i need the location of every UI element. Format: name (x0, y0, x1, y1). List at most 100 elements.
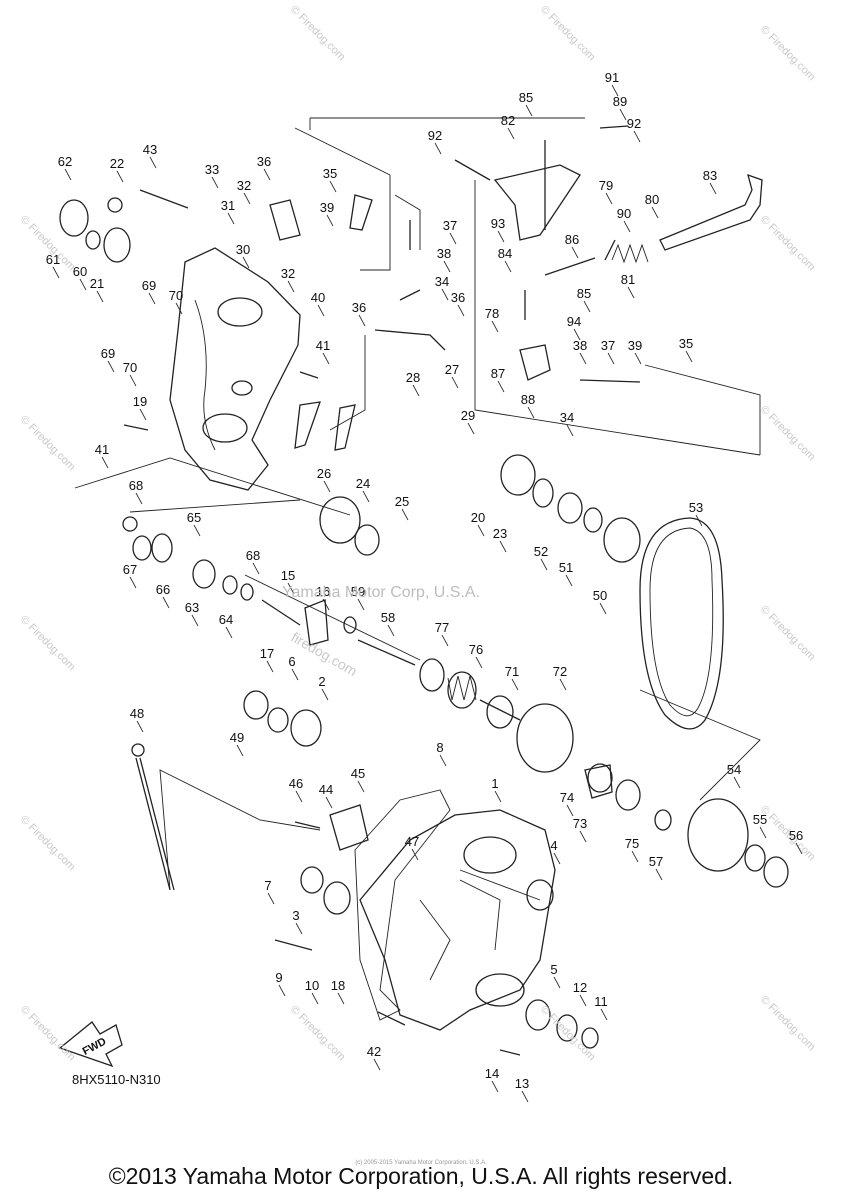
callout-91: 91 (605, 70, 619, 85)
callout-30: 30 (236, 242, 250, 257)
watermark-4: © Firedog.com (18, 814, 78, 874)
callout-68: 68 (129, 478, 143, 493)
callout-leader (566, 804, 574, 817)
watermark-9: © Firedog.com (758, 604, 818, 664)
callout-leader (504, 260, 512, 273)
springs (447, 243, 649, 701)
callout-leader (579, 994, 587, 1007)
callout-leader (291, 668, 299, 681)
callout-leader (491, 1080, 499, 1093)
callout-36: 36 (352, 300, 366, 315)
callout-38: 38 (573, 338, 587, 353)
callout-leader (525, 104, 533, 117)
callout-70: 70 (169, 288, 183, 303)
callout-leader (449, 232, 457, 245)
callout-leader (573, 328, 581, 341)
callout-leader (135, 492, 143, 505)
callout-25: 25 (395, 494, 409, 509)
callout-leader (236, 744, 244, 757)
callout-68: 68 (246, 548, 260, 563)
callout-85: 85 (577, 286, 591, 301)
callout-1: 1 (491, 776, 498, 791)
group-outlines (74, 117, 761, 901)
callout-85: 85 (519, 90, 533, 105)
callout-84: 84 (498, 246, 512, 261)
callout-leader (457, 304, 465, 317)
callout-3: 3 (292, 908, 299, 923)
callout-leader (373, 1058, 381, 1071)
callout-38: 38 (437, 246, 451, 261)
callout-leader (651, 206, 659, 219)
side-watermarks: © Firedog.com © Firedog.com © Firedog.co… (18, 4, 818, 1064)
callout-leader (553, 976, 561, 989)
watermark-5: © Firedog.com (18, 1004, 78, 1064)
callout-15: 15 (281, 568, 295, 583)
callout-leader (211, 176, 219, 189)
callout-leader (477, 524, 485, 537)
callout-81: 81 (621, 272, 635, 287)
callout-leader (287, 280, 295, 293)
callout-37: 37 (443, 218, 457, 233)
callout-14: 14 (485, 1066, 499, 1081)
callout-leader (521, 1090, 529, 1103)
callout-leader (491, 320, 499, 333)
callout-77: 77 (435, 620, 449, 635)
callout-leader (107, 360, 115, 373)
callout-10: 10 (305, 978, 319, 993)
callout-59: 59 (351, 584, 365, 599)
callout-50: 50 (593, 588, 607, 603)
callout-leader (451, 376, 459, 389)
callout-leader (321, 688, 329, 701)
callout-48: 48 (130, 706, 144, 721)
callout-leader (322, 352, 330, 365)
callout-24: 24 (356, 476, 370, 491)
callout-31: 31 (221, 198, 235, 213)
callout-56: 56 (789, 828, 803, 843)
callout-72: 72 (553, 664, 567, 679)
callout-leader (263, 168, 271, 181)
watermark-inline: firedog.com (289, 629, 360, 679)
callout-79: 79 (599, 178, 613, 193)
callout-leader (64, 168, 72, 181)
callout-64: 64 (219, 612, 233, 627)
callout-leader (96, 290, 104, 303)
callout-leader (733, 776, 741, 789)
callout-4: 4 (550, 838, 557, 853)
callout-80: 80 (645, 192, 659, 207)
callout-78: 78 (485, 306, 499, 321)
callout-32: 32 (281, 266, 295, 281)
callout-leader (467, 422, 475, 435)
callout-leader (623, 220, 631, 233)
callout-61: 61 (46, 252, 60, 267)
gasket-8 (354, 789, 451, 1021)
callout-47: 47 (405, 834, 419, 849)
callout-70: 70 (123, 360, 137, 375)
callout-leader (579, 352, 587, 365)
callout-leader (129, 374, 137, 387)
shafts-and-bolts (123, 125, 641, 1056)
copyright-notice: ©2013 Yamaha Motor Corporation, U.S.A. A… (108, 1163, 734, 1189)
callout-leader (540, 558, 548, 571)
diagram-code: 8HX5110-N310 (72, 1072, 161, 1087)
callout-41: 41 (316, 338, 330, 353)
callout-37: 37 (601, 338, 615, 353)
callout-21: 21 (90, 276, 104, 291)
callout-23: 23 (493, 526, 507, 541)
callout-leader (242, 256, 250, 269)
callout-leader (605, 192, 613, 205)
callout-leader (243, 192, 251, 205)
callout-leader (358, 314, 366, 327)
callout-16: 16 (316, 584, 330, 599)
callout-leader (795, 842, 803, 855)
callout-36: 36 (257, 154, 271, 169)
callout-69: 69 (101, 346, 115, 361)
callout-63: 63 (185, 600, 199, 615)
callout-leader (412, 384, 420, 397)
callout-leader (441, 288, 449, 301)
callout-leader (317, 304, 325, 317)
callout-leader (149, 156, 157, 169)
callout-11: 11 (594, 994, 608, 1009)
watermark-6: © Firedog.com (758, 24, 818, 84)
